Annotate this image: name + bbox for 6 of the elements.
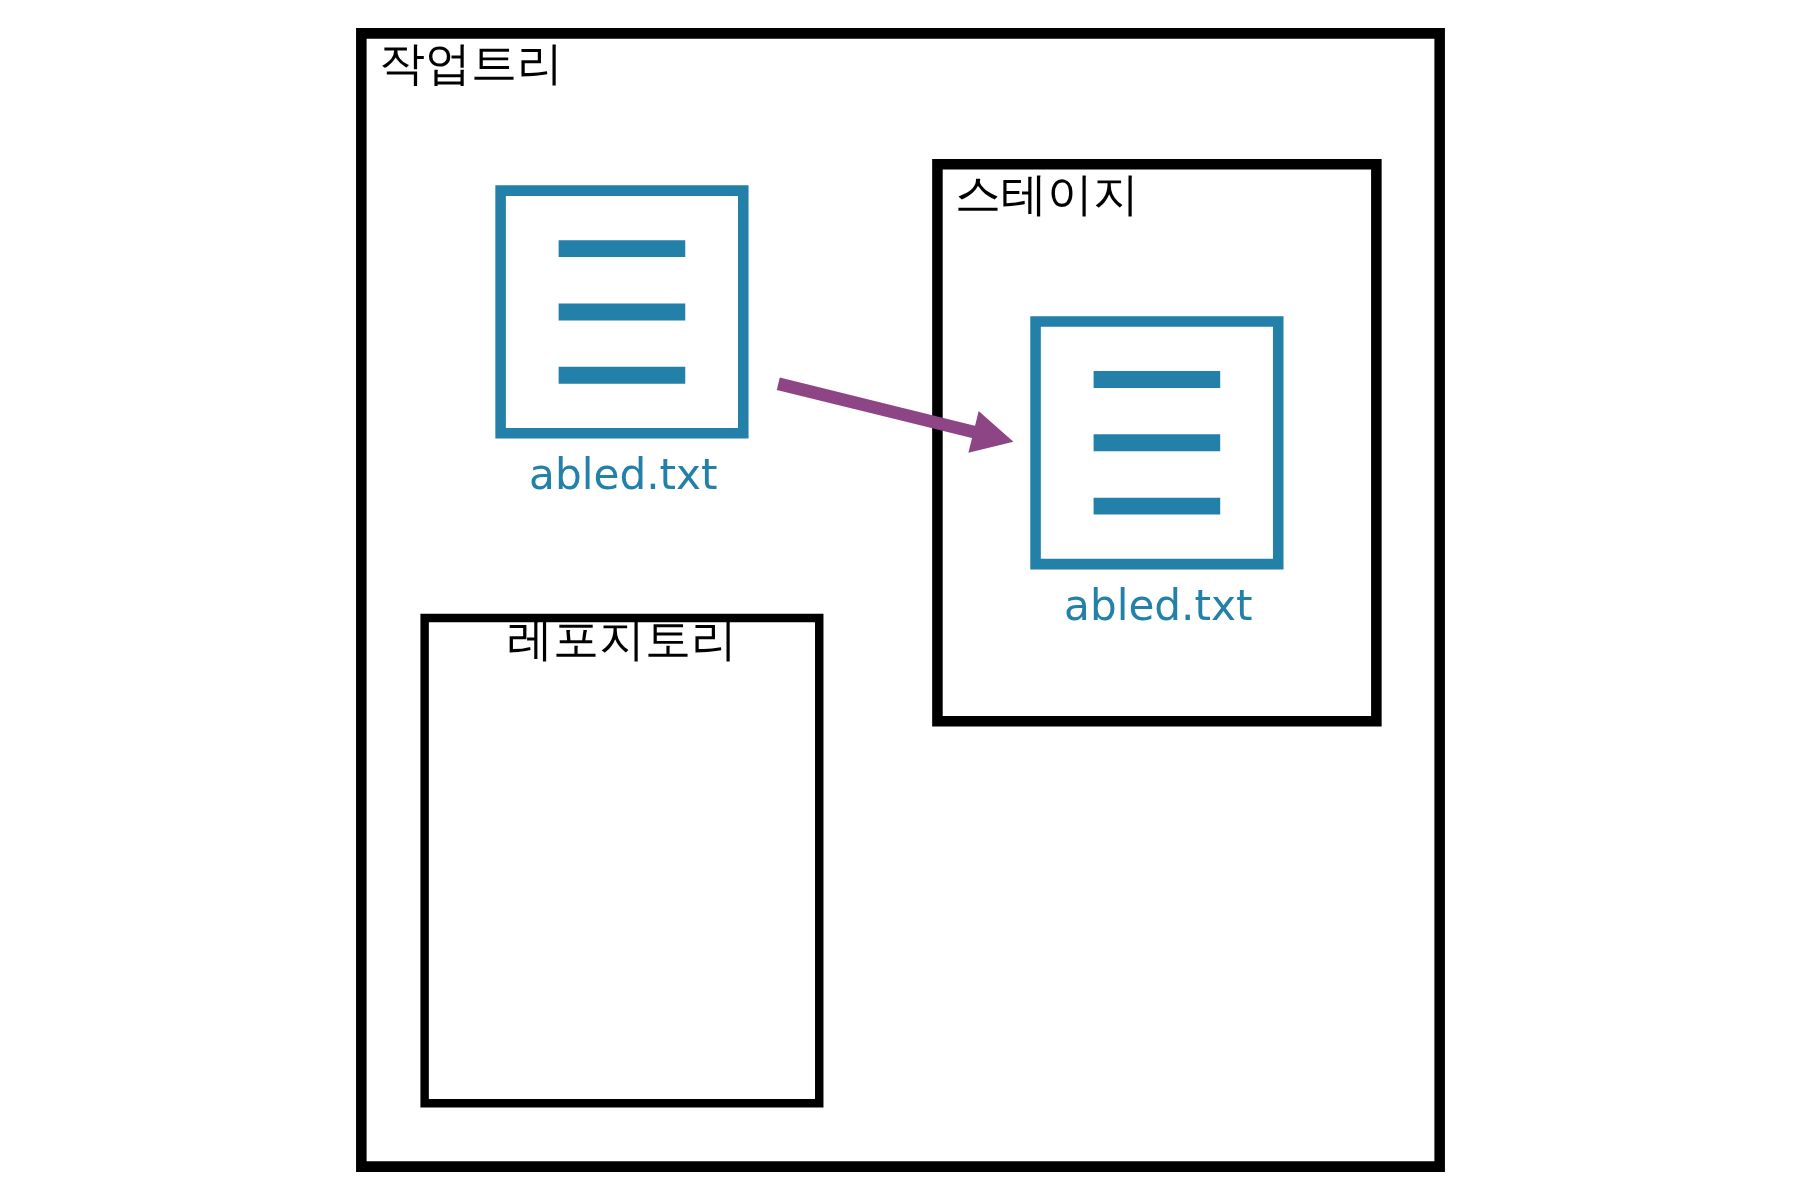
node-label: abled.txt [528, 450, 718, 500]
node-box: 레포지토리 [419, 613, 823, 1108]
node-label: abled.txt [1063, 581, 1253, 631]
node-document [1029, 316, 1283, 570]
node-document [494, 185, 749, 439]
arrow [776, 377, 1013, 453]
